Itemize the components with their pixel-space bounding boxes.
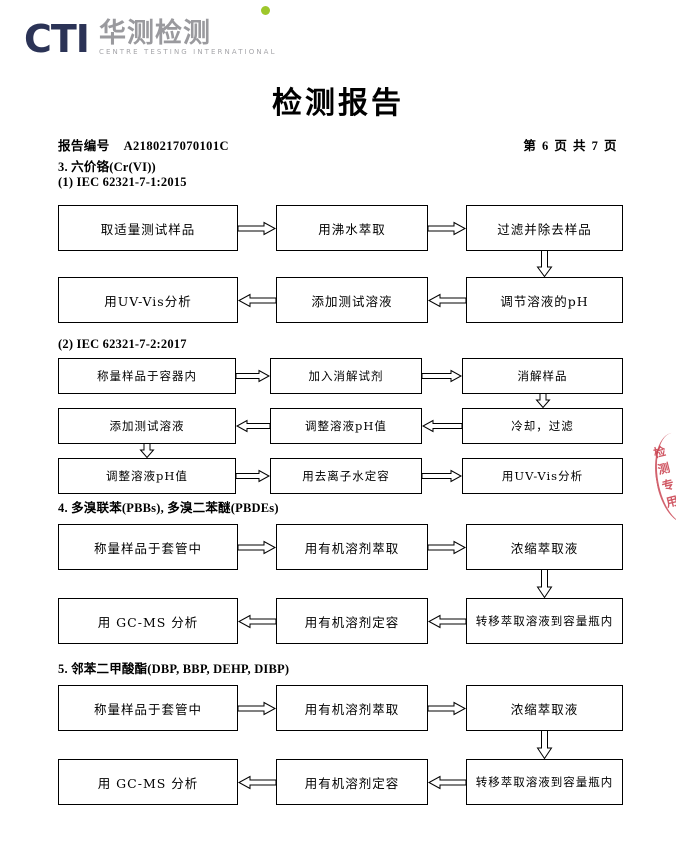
arrow-right-icon bbox=[237, 205, 277, 251]
flow-row: 用 GC-MS 分析 用有机溶剂定容 转移萃取溶液到容量瓶内 bbox=[58, 759, 623, 805]
arrow-left-icon bbox=[427, 759, 467, 805]
flowchart-pbbs-pbdes: 称量样品于套管中 用有机溶剂萃取 浓缩萃取液 用 GC-MS 分析 用有机溶剂定… bbox=[58, 524, 623, 644]
arrow-down-icon bbox=[466, 731, 623, 760]
logo-green-dot-icon bbox=[260, 6, 270, 15]
flow-box: 用去离子水定容 bbox=[270, 458, 422, 494]
arrow-right-icon bbox=[427, 685, 467, 731]
flowchart-phthalates: 称量样品于套管中 用有机溶剂萃取 浓缩萃取液 用 GC-MS 分析 用有机溶剂定… bbox=[58, 685, 623, 805]
section-heading-3: 3. 六价铬(Cr(VI)) bbox=[58, 160, 156, 174]
page-indicator: 第 6 页 共 7 页 bbox=[523, 139, 618, 153]
flow-box: 用有机溶剂定容 bbox=[276, 598, 428, 644]
flow-box: 用有机溶剂定容 bbox=[276, 759, 428, 805]
report-number-block: 报告编号 A2180217070101C bbox=[58, 135, 229, 154]
arrow-down-icon bbox=[466, 251, 623, 278]
arrow-left-icon bbox=[237, 759, 277, 805]
arrow-right-icon bbox=[235, 358, 271, 394]
logo-name-block: 华测检测 CENTRE TESTING INTERNATIONAL bbox=[99, 19, 277, 58]
flow-row: 用UV-Vis分析 添加测试溶液 调节溶液的pH bbox=[58, 277, 623, 323]
logo-chinese-name: 华测检测 bbox=[98, 18, 211, 49]
arrow-left-icon bbox=[235, 408, 271, 444]
arrow-down-icon bbox=[466, 570, 623, 599]
flow-row: 取适量测试样品 用沸水萃取 过滤并除去样品 bbox=[58, 205, 623, 251]
logo-cti-mark: CTI bbox=[24, 17, 90, 61]
flow-box: 转移萃取溶液到容量瓶内 bbox=[466, 759, 623, 805]
section-heading-4: 4. 多溴联苯(PBBs), 多溴二苯醚(PBDEs) bbox=[58, 501, 279, 515]
arrow-right-icon bbox=[237, 685, 277, 731]
flow-box: 消解样品 bbox=[462, 358, 623, 394]
flow-box: 用UV-Vis分析 bbox=[462, 458, 623, 494]
flow-box: 称量样品于容器内 bbox=[58, 358, 236, 394]
report-number-value: A2180217070101C bbox=[123, 139, 229, 153]
flow-row: 称量样品于套管中 用有机溶剂萃取 浓缩萃取液 bbox=[58, 524, 623, 570]
arrow-left-icon bbox=[427, 277, 467, 323]
flow-row: 称量样品于套管中 用有机溶剂萃取 浓缩萃取液 bbox=[58, 685, 623, 731]
flowchart-iec-62321-7-2: 称量样品于容器内 加入消解试剂 消解样品 添加测试溶液 调整溶液pH值 冷却，过… bbox=[58, 358, 623, 494]
section-subheading-3-2: (2) IEC 62321-7-2:2017 bbox=[58, 337, 187, 351]
arrow-left-icon bbox=[237, 598, 277, 644]
flow-box: 称量样品于套管中 bbox=[58, 685, 238, 731]
flow-box: 调节溶液的pH bbox=[466, 277, 623, 323]
flow-box: 用UV-Vis分析 bbox=[58, 277, 238, 323]
flow-box: 添加测试溶液 bbox=[276, 277, 428, 323]
red-seal-watermark: 检测专用 bbox=[650, 432, 676, 528]
arrow-right-icon bbox=[427, 205, 467, 251]
arrow-right-icon bbox=[237, 524, 277, 570]
flow-row: 添加测试溶液 调整溶液pH值 冷却，过滤 bbox=[58, 408, 623, 444]
flow-box: 用沸水萃取 bbox=[276, 205, 428, 251]
arrow-right-icon bbox=[427, 524, 467, 570]
company-logo: CTI 华测检测 CENTRE TESTING INTERNATIONAL bbox=[24, 6, 277, 61]
report-meta-row: 报告编号 A2180217070101C 第 6 页 共 7 页 bbox=[58, 135, 618, 154]
section-heading-5: 5. 邻苯二甲酸酯(DBP, BBP, DEHP, DIBP) bbox=[58, 662, 290, 676]
section-subheading-3-1: (1) IEC 62321-7-1:2015 bbox=[58, 175, 187, 189]
arrow-right-icon bbox=[421, 458, 463, 494]
logo-english-name: CENTRE TESTING INTERNATIONAL bbox=[98, 48, 277, 56]
flow-box: 调整溶液pH值 bbox=[270, 408, 422, 444]
flow-row: 称量样品于容器内 加入消解试剂 消解样品 bbox=[58, 358, 623, 394]
seal-arc-icon bbox=[650, 432, 676, 528]
flow-row: 调整溶液pH值 用去离子水定容 用UV-Vis分析 bbox=[58, 458, 623, 494]
flow-box: 过滤并除去样品 bbox=[466, 205, 623, 251]
arrow-left-icon bbox=[237, 277, 277, 323]
flow-row: 用 GC-MS 分析 用有机溶剂定容 转移萃取溶液到容量瓶内 bbox=[58, 598, 623, 644]
arrow-down-icon bbox=[58, 444, 236, 459]
arrow-left-icon bbox=[421, 408, 463, 444]
flow-box: 调整溶液pH值 bbox=[58, 458, 236, 494]
flow-box: 取适量测试样品 bbox=[58, 205, 238, 251]
flowchart-iec-62321-7-1: 取适量测试样品 用沸水萃取 过滤并除去样品 用UV-Vis分析 添加测试溶液 调… bbox=[58, 205, 623, 323]
arrow-down-icon bbox=[462, 394, 623, 409]
flow-box: 加入消解试剂 bbox=[270, 358, 422, 394]
arrow-left-icon bbox=[427, 598, 467, 644]
flow-box: 浓缩萃取液 bbox=[466, 685, 623, 731]
flow-box: 浓缩萃取液 bbox=[466, 524, 623, 570]
flow-box: 用 GC-MS 分析 bbox=[58, 759, 238, 805]
flow-box: 转移萃取溶液到容量瓶内 bbox=[466, 598, 623, 644]
seal-text: 检测专用 bbox=[652, 444, 676, 511]
flow-box: 冷却，过滤 bbox=[462, 408, 623, 444]
flow-box: 称量样品于套管中 bbox=[58, 524, 238, 570]
arrow-right-icon bbox=[235, 458, 271, 494]
arrow-right-icon bbox=[421, 358, 463, 394]
flow-box: 用有机溶剂萃取 bbox=[276, 685, 428, 731]
report-number-label: 报告编号 bbox=[58, 139, 110, 153]
flow-box: 添加测试溶液 bbox=[58, 408, 236, 444]
flow-box: 用 GC-MS 分析 bbox=[58, 598, 238, 644]
page-title: 检测报告 bbox=[272, 86, 404, 121]
flow-box: 用有机溶剂萃取 bbox=[276, 524, 428, 570]
